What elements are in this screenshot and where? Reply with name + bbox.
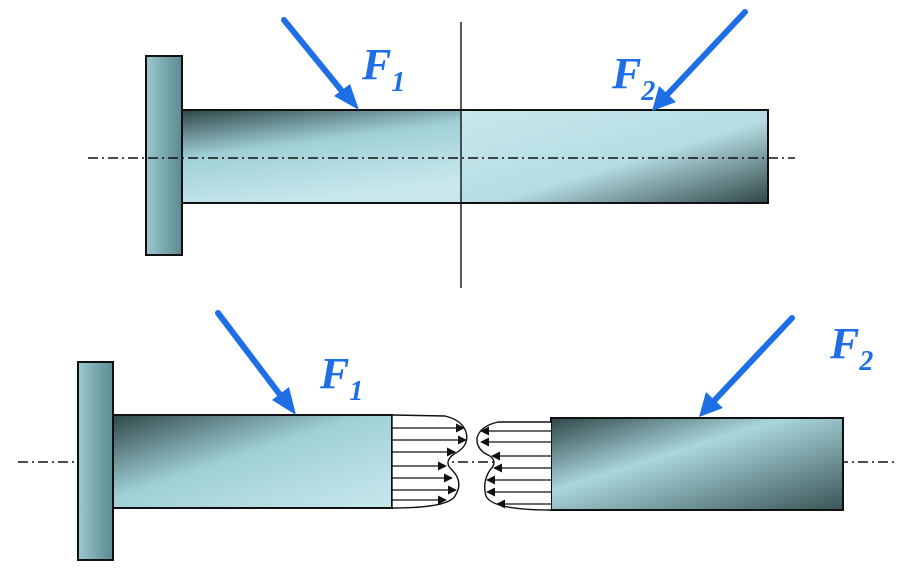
bottom-f2-arrow: [699, 315, 795, 417]
right-shear-distribution: [476, 421, 552, 511]
top-shaft-left: [182, 110, 461, 203]
bottom-right-shaft: [550, 417, 844, 511]
top-f1-label: F1: [361, 40, 405, 98]
top-f2-label: F2: [611, 49, 655, 107]
bottom-f2-label: F2: [829, 319, 873, 377]
left-shear-distribution: [391, 414, 468, 509]
top-f1-arrow: [281, 17, 359, 110]
top-f2-arrow: [652, 9, 748, 111]
top-figure: F1 F2: [88, 9, 795, 288]
top-shaft-outline: [181, 109, 769, 204]
bottom-left-shaft: [112, 414, 393, 509]
bottom-figure: F1 F2: [18, 310, 895, 561]
bottom-f1-label: F1: [319, 349, 363, 407]
bottom-flange: [77, 361, 114, 561]
bottom-f1-arrow: [215, 310, 296, 415]
top-shaft-right: [461, 110, 768, 203]
top-flange: [145, 55, 183, 256]
